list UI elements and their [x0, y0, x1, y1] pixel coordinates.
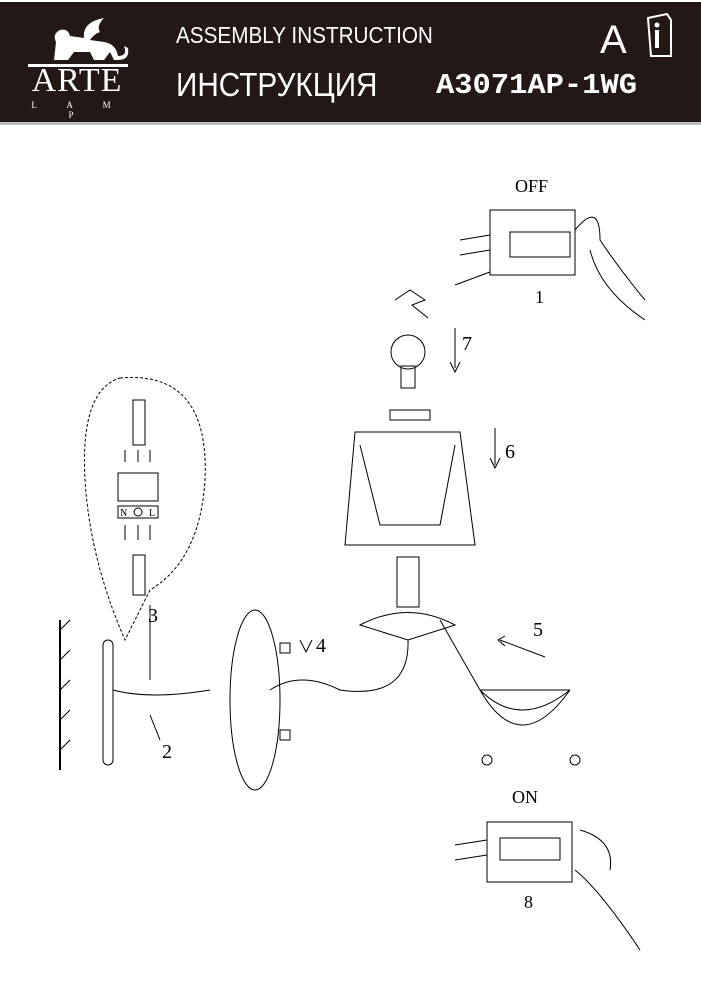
assembly-diagram: OFF 1 7 6 5 4 [59, 176, 646, 951]
switch-off-illustration: OFF 1 [454, 176, 646, 321]
terminal-neutral-label: N [120, 508, 127, 519]
language-letter: A [600, 18, 627, 62]
brand-logo-subtext: L A M P [31, 100, 125, 120]
off-label: OFF [515, 176, 548, 196]
model-number: A3071AP-1WG [436, 69, 638, 102]
step-3-number: 3 [148, 605, 158, 627]
wall-bracket-illustration: 3 2 [59, 605, 211, 770]
wiring-detail-callout: N L [83, 376, 206, 642]
step-4-number: 4 [316, 635, 326, 657]
switch-on-illustration: ON 8 [454, 787, 641, 951]
shade-illustration: 6 [344, 409, 515, 546]
header-banner: ARTE L A M P ASSEMBLY INSTRUCTION ИНСТРУ… [0, 2, 701, 125]
bulb-illustration: 7 [390, 289, 472, 389]
step-6-number: 6 [505, 441, 515, 463]
terminal-live-label: L [149, 508, 155, 519]
info-book-icon [646, 12, 672, 57]
step-2-number: 2 [162, 741, 172, 763]
lamp-arm-illustration: 5 4 [229, 556, 581, 791]
title-english: ASSEMBLY INSTRUCTION [176, 22, 433, 48]
step-1-number: 1 [535, 287, 544, 307]
on-label: ON [512, 787, 538, 807]
brand-logo-text: ARTE [31, 62, 123, 99]
step-8-number: 8 [524, 892, 533, 912]
step-5-number: 5 [533, 619, 543, 641]
step-7-number: 7 [462, 333, 472, 355]
title-russian: ИНСТРУКЦИЯ [176, 66, 378, 103]
lion-logo-icon [28, 18, 129, 67]
